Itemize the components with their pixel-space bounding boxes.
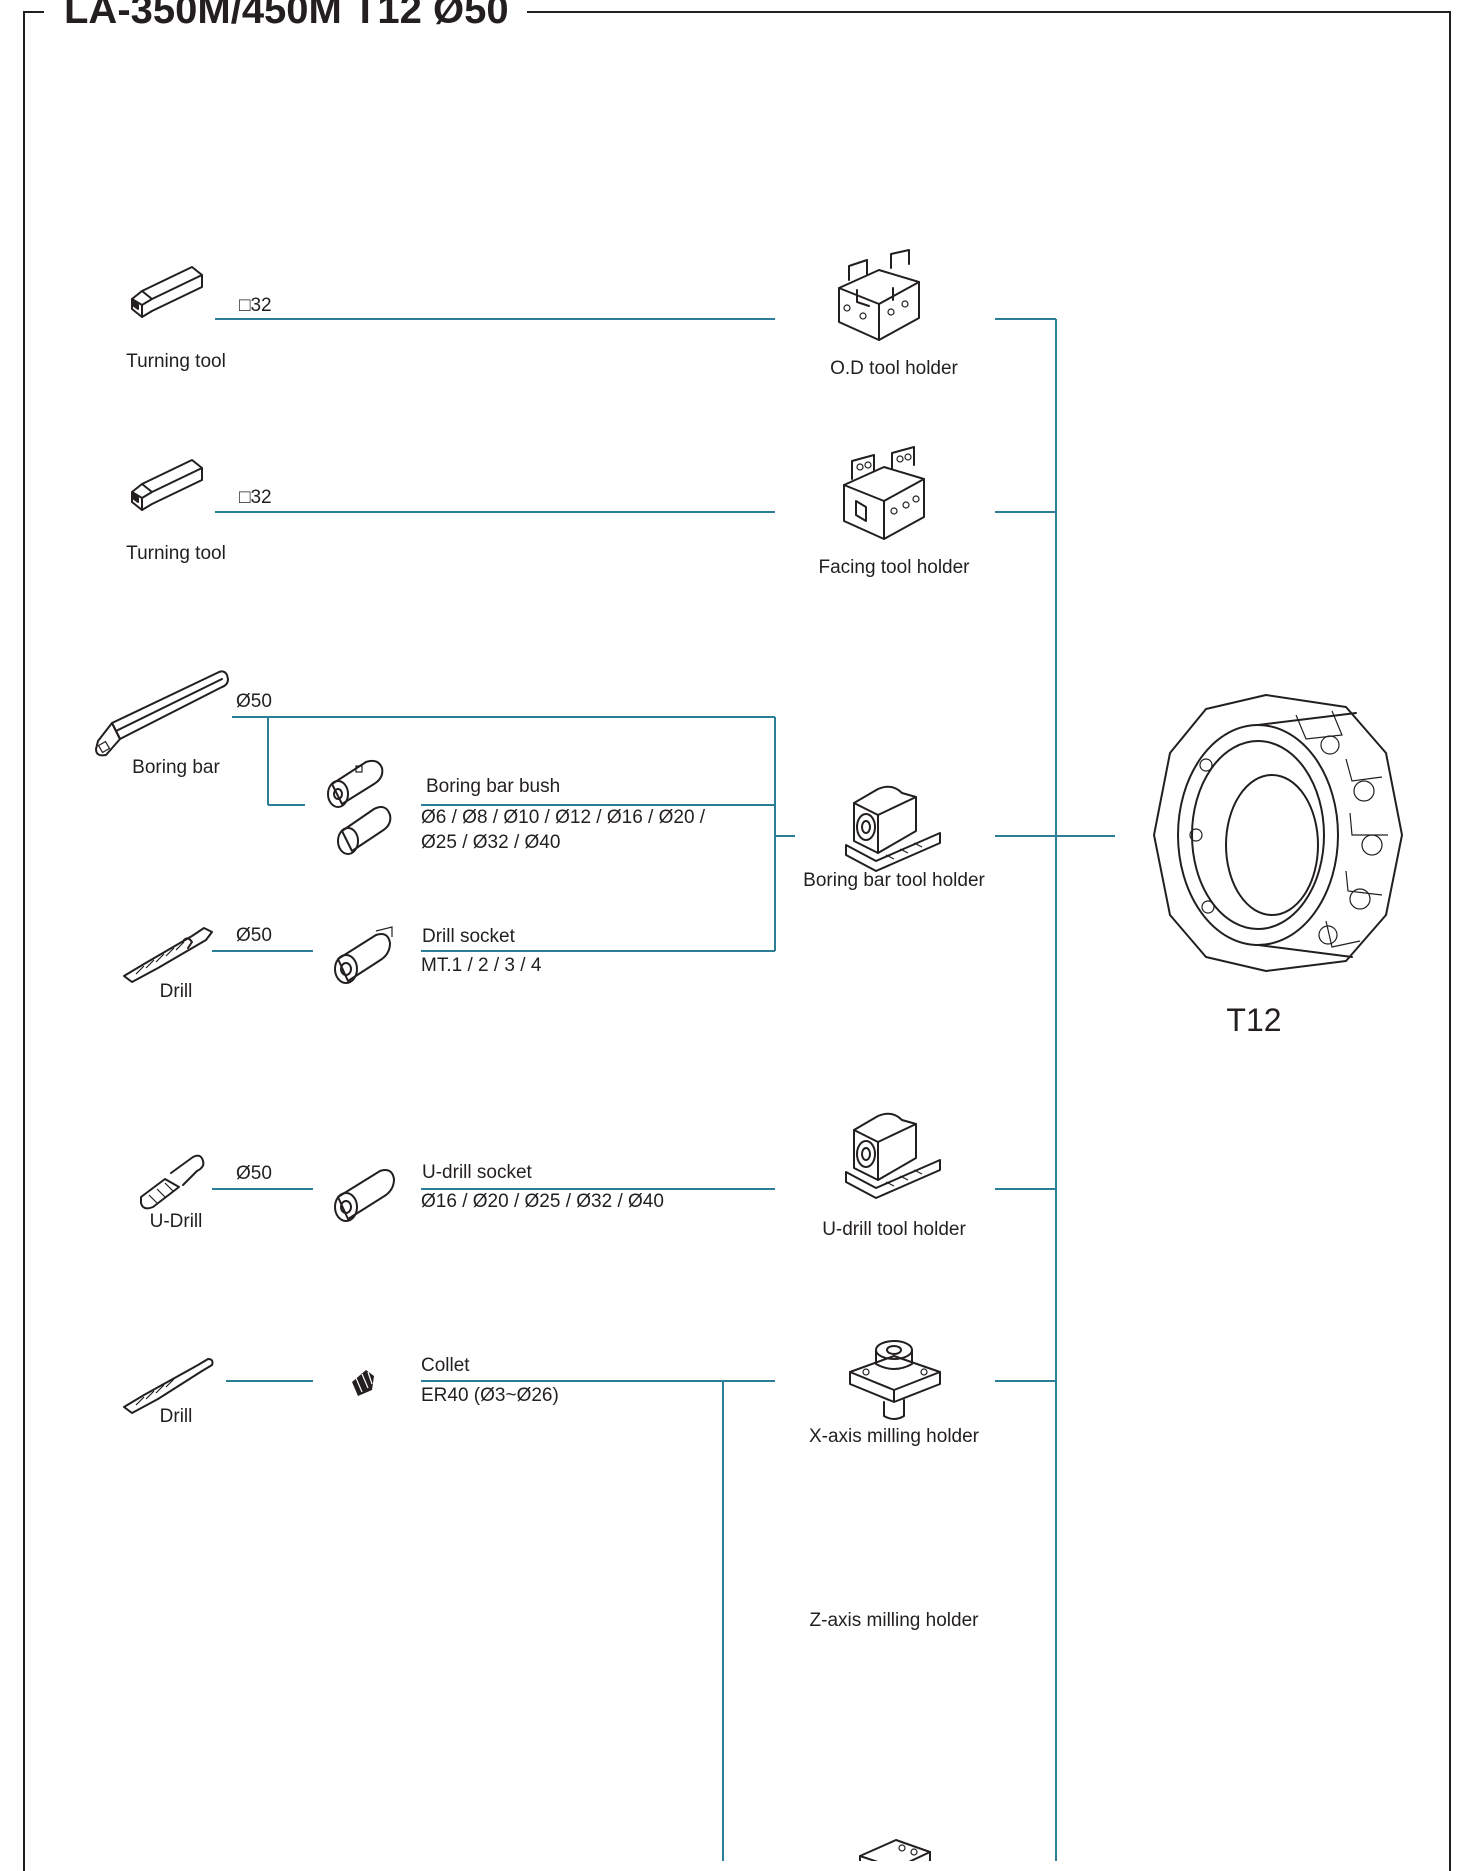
drill-socket-icon: [334, 926, 393, 984]
mill-drill-label: Drill: [159, 1406, 193, 1427]
u-drill-tool-holder-icon: [845, 1112, 941, 1199]
udrill-size-label: Ø50: [236, 1163, 272, 1184]
boring-tool-label: Boring bar: [132, 757, 220, 778]
facing-size-label: □32: [239, 487, 272, 508]
boring-bush-label: Boring bar bush: [426, 776, 561, 797]
collet-icon: [352, 1370, 374, 1396]
boring-bar-tool-holder-icon: [845, 785, 941, 872]
boring-size-label: Ø50: [236, 691, 272, 712]
udrill-tool-label: U-Drill: [149, 1211, 203, 1232]
facing-tool-label: Turning tool: [126, 543, 226, 564]
drill-socket-sizes: MT.1 / 2 / 3 / 4: [421, 955, 542, 976]
turret-label: T12: [1226, 1002, 1282, 1038]
u-drill-socket-icon: [334, 1169, 395, 1222]
drill-icon: [123, 1358, 214, 1414]
boring-bar-bush-icon: [327, 759, 384, 808]
udrill-holder-label: U-drill tool holder: [822, 1219, 966, 1240]
od-tool-holder-icon: [838, 249, 920, 341]
boring-bush-sizes-1: Ø6 / Ø8 / Ø10 / Ø12 / Ø16 / Ø20 /: [421, 807, 706, 828]
od-tool-label: Turning tool: [126, 351, 226, 372]
drill-size-label: Ø50: [236, 925, 272, 946]
x-axis-milling-holder-icon: [849, 1340, 941, 1420]
boring-bar-icon: [95, 670, 229, 757]
u-drill-icon: [140, 1154, 205, 1210]
udrill-socket-sizes: Ø16 / Ø20 / Ø25 / Ø32 / Ø40: [421, 1191, 664, 1212]
turning-tool-icon: [131, 459, 203, 511]
facing-holder-label: Facing tool holder: [818, 557, 970, 578]
od-size-label: □32: [239, 295, 272, 316]
x-axis-holder-label: X-axis milling holder: [808, 1426, 980, 1447]
drill-icon: [123, 927, 213, 983]
diagram-frame: [23, 11, 1451, 1871]
page-title: LA-350M/450M T12 Ø50: [44, 0, 527, 38]
boring-bush-sizes-2: Ø25 / Ø32 / Ø40: [421, 832, 561, 853]
udrill-socket-label: U-drill socket: [422, 1162, 532, 1183]
collet-label: Collet: [421, 1355, 470, 1376]
drill-tool-label: Drill: [159, 981, 193, 1002]
boring-bar-bush-sleeve-icon: [337, 806, 392, 855]
connector-lines: [212, 318, 1115, 1861]
z-axis-milling-holder-icon: [859, 1839, 931, 1861]
turning-tool-icon: [131, 266, 203, 318]
collet-spec: ER40 (Ø3~Ø26): [421, 1385, 559, 1406]
od-holder-label: O.D tool holder: [830, 358, 958, 379]
drill-socket-label: Drill socket: [422, 926, 515, 947]
turret-icon: [1153, 694, 1403, 972]
boring-holder-label: Boring bar tool holder: [803, 870, 985, 891]
z-axis-holder-label: Z-axis milling holder: [809, 1610, 979, 1631]
facing-tool-holder-icon: [843, 446, 925, 540]
